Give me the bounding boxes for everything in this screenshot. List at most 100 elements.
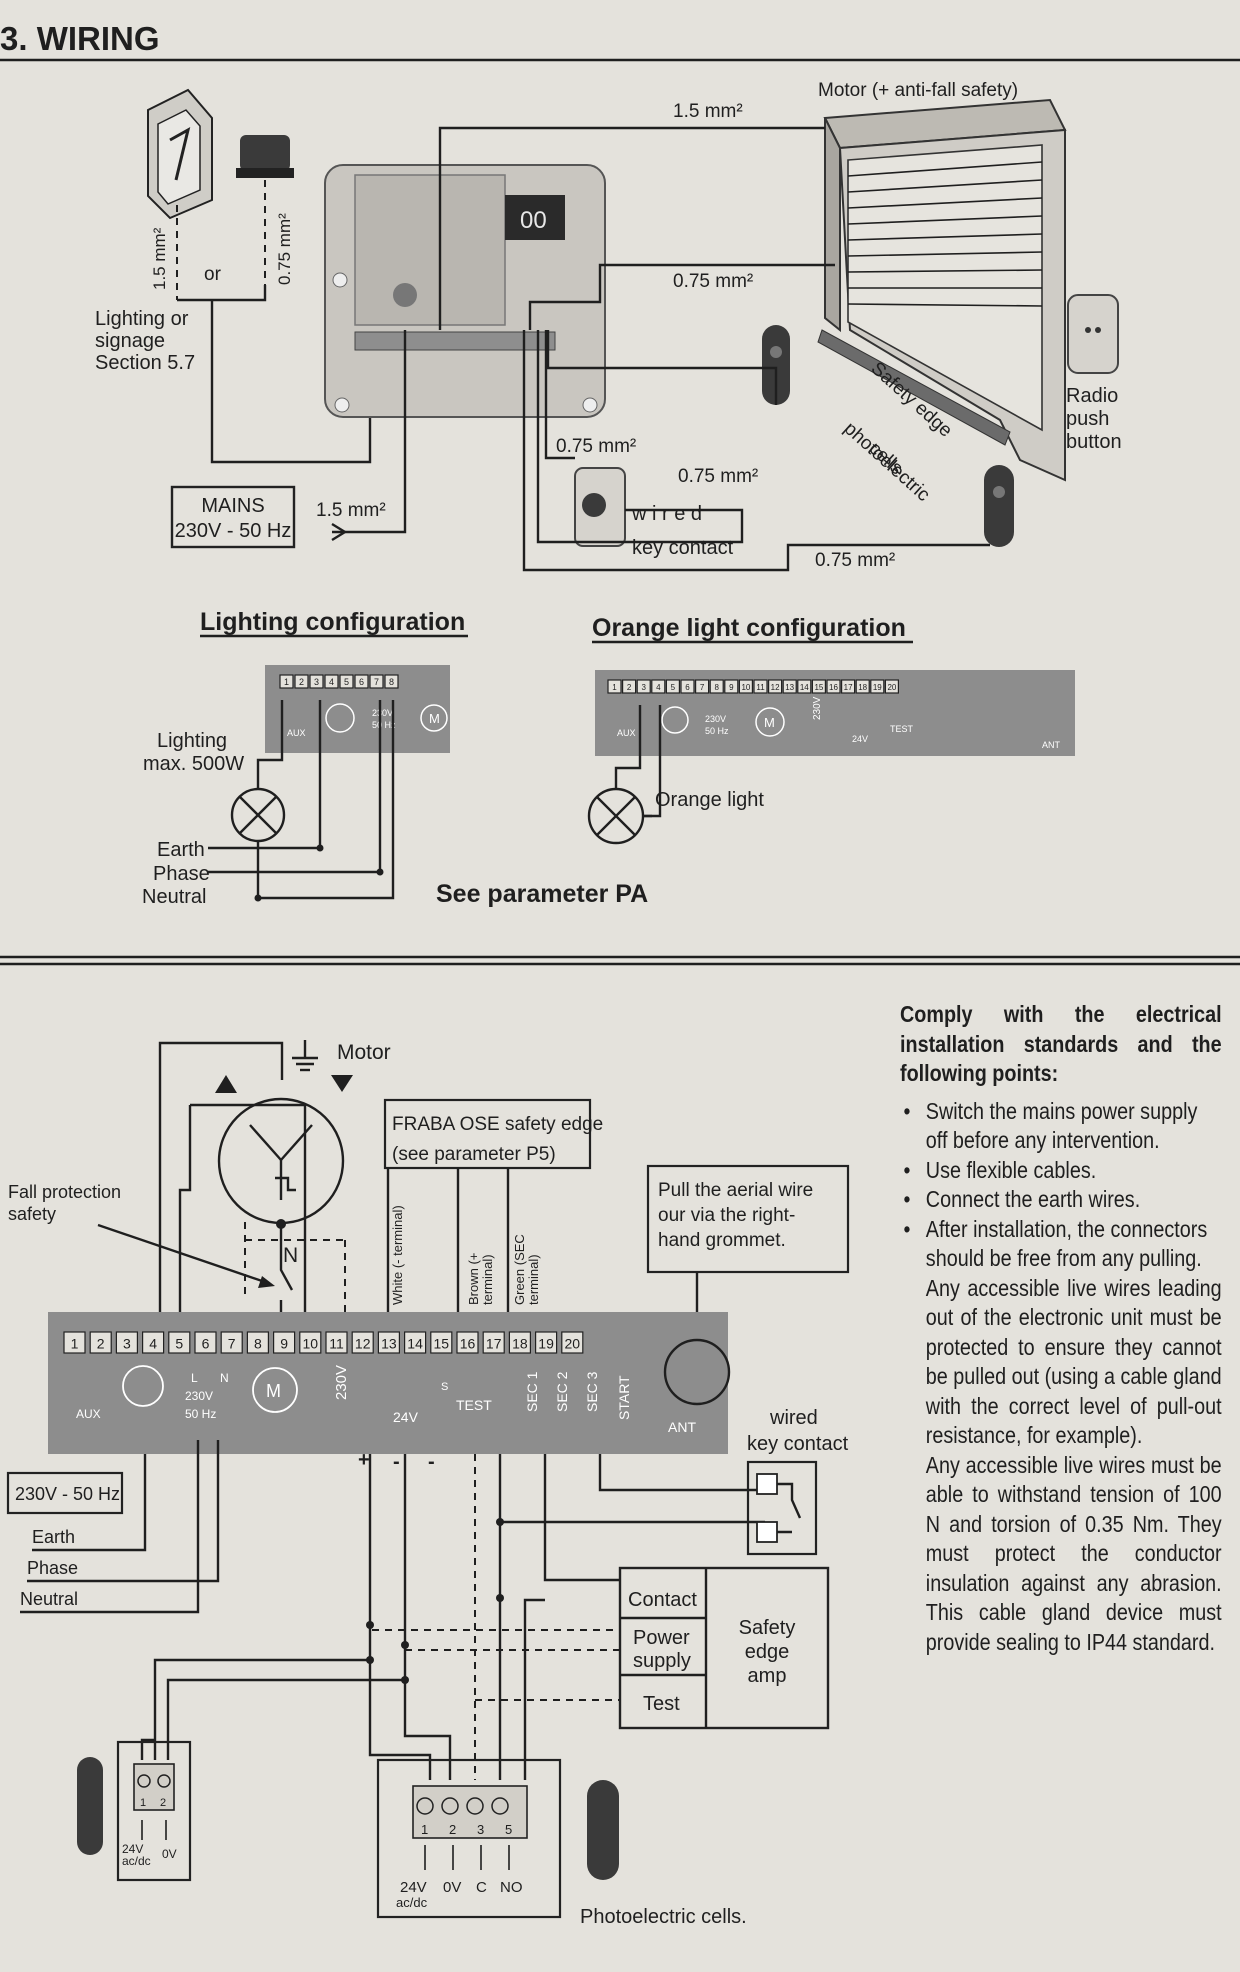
plus-sign: + — [358, 1449, 370, 1471]
main-terminal-box — [404, 1331, 427, 1354]
amp-test-label: Test — [643, 1693, 680, 1715]
main-terminal-box — [63, 1331, 86, 1354]
lighting-terminal-box — [369, 674, 384, 689]
green-wire-label-1: Green (SEC — [512, 1234, 527, 1305]
brown-wire-label-1: Brown (+ — [466, 1253, 481, 1305]
svg-text:1: 1 — [140, 1797, 146, 1809]
svg-text:230V: 230V — [185, 1389, 213, 1403]
lighting-max-label-2: max. 500W — [143, 753, 244, 775]
main-terminal-number: 7 — [228, 1335, 236, 1351]
green-wire-label-2: terminal) — [526, 1254, 541, 1305]
main-terminal-number: 19 — [538, 1335, 554, 1351]
receiver-24v: 24V — [400, 1879, 427, 1896]
aerial-note-box — [646, 1164, 850, 1274]
wire-size-mains: 1.5 mm² — [316, 500, 386, 521]
orange-terminal-number: 2 — [627, 683, 632, 692]
orange-terminal-box — [651, 679, 666, 694]
svg-text:N: N — [220, 1371, 229, 1385]
main-terminal-number: 17 — [486, 1335, 502, 1351]
orange-light-label: Orange light — [655, 789, 764, 811]
section-title: 3. WIRING — [0, 20, 160, 57]
ground-icon — [292, 1040, 318, 1072]
orange-terminal-number: 3 — [641, 683, 646, 692]
main-terminal-box — [456, 1331, 479, 1354]
lighting-terminal-box — [309, 674, 324, 689]
radio-label-1: Radio — [1066, 385, 1118, 407]
mains-label-2: 230V - 50 Hz — [175, 520, 292, 542]
main-terminal-number: 16 — [460, 1335, 476, 1351]
receiver-0v: 0V — [443, 1879, 461, 1896]
lamp-symbol-icon — [230, 787, 286, 843]
radio-label-3: button — [1066, 431, 1122, 453]
svg-text:50 Hz: 50 Hz — [185, 1407, 216, 1421]
emitter-24v: 24V — [122, 1842, 143, 1856]
wire-size-light-a: 1.5 mm² — [150, 227, 169, 290]
lighting-terminal-number: 4 — [329, 677, 334, 687]
wire-size-motor: 1.5 mm² — [673, 101, 743, 122]
orange-terminal-box — [870, 679, 885, 694]
main-terminal-number: 6 — [202, 1335, 210, 1351]
svg-text:M: M — [764, 715, 775, 730]
signage-light-icon — [147, 88, 213, 220]
svg-text:TEST: TEST — [890, 724, 914, 734]
wired-label: w i r e d — [631, 503, 702, 525]
svg-text:M: M — [266, 1381, 281, 1401]
mains-label-1: MAINS — [201, 495, 264, 517]
antenna-grommet — [663, 1338, 731, 1406]
svg-text:M: M — [429, 711, 440, 726]
wire-size-key-b: 0.75 mm² — [678, 466, 758, 487]
orange-terminal-box — [724, 679, 739, 694]
main-terminal-box — [299, 1331, 322, 1354]
orange-terminal-number: 6 — [685, 683, 690, 692]
svg-text:24V: 24V — [393, 1409, 419, 1425]
receiver-no: NO — [500, 1879, 523, 1896]
orange-terminal-number: 9 — [729, 683, 734, 692]
svg-text:2: 2 — [160, 1797, 166, 1809]
svg-text:AUX: AUX — [76, 1407, 101, 1421]
orange-terminal-number: 7 — [700, 683, 705, 692]
svg-text:SEC 3: SEC 3 — [584, 1371, 600, 1412]
motor-label: Motor (+ anti-fall safety) — [818, 80, 1018, 101]
motor-title: Motor — [337, 1041, 391, 1064]
main-terminal-number: 10 — [303, 1335, 319, 1351]
orange-terminal-box — [811, 679, 827, 694]
receiver-acdc: ac/dc — [396, 1895, 428, 1910]
emitter-acdc: ac/dc — [122, 1854, 151, 1868]
photocell-receiver-bottom-icon — [587, 1780, 619, 1880]
schematic: Motor N Fall protection safety FRABA OSE… — [6, 1040, 850, 1928]
lighting-terminal-number: 1 — [284, 677, 289, 687]
orange-terminal-number: 1 — [612, 683, 617, 692]
orange-terminal-number: 20 — [887, 683, 896, 692]
lighting-terminal-box — [339, 674, 354, 689]
main-terminal-number: 3 — [123, 1335, 131, 1351]
key-contact-label-bottom: key contact — [747, 1433, 849, 1455]
svg-text:230V: 230V — [372, 708, 393, 718]
orange-terminal-box — [782, 679, 797, 694]
notes-list: Switch the mains power supply off before… — [900, 1097, 1222, 1274]
photocell-emitter-icon — [762, 325, 790, 405]
orange-terminal-box — [665, 679, 681, 694]
svg-text:3: 3 — [477, 1822, 484, 1837]
orange-terminal-number: 17 — [844, 683, 853, 692]
main-terminal-number: 8 — [254, 1335, 262, 1351]
lighting-terminal-number: 8 — [389, 677, 394, 687]
installation-notes: Comply with the electrical installation … — [900, 1000, 1222, 1657]
svg-text:50 Hz: 50 Hz — [705, 726, 729, 736]
safety-edge-amp — [618, 1566, 830, 1730]
main-terminal-box — [561, 1331, 584, 1354]
amp-label-2: edge — [745, 1641, 790, 1663]
fraba-label-1: FRABA OSE safety edge — [392, 1114, 603, 1135]
main-terminal-box — [142, 1331, 165, 1354]
note-bullet-1: Switch the mains power supply off before… — [903, 1097, 1222, 1156]
svg-text:230V: 230V — [812, 696, 823, 720]
orange-terminal-number: 16 — [829, 683, 838, 692]
main-terminal-number: 4 — [149, 1335, 157, 1351]
lighting-terminal-box — [279, 674, 294, 689]
main-terminal-box — [194, 1331, 217, 1354]
svg-text:5: 5 — [505, 1822, 512, 1837]
main-terminal-box — [273, 1331, 296, 1354]
orange-terminal-number: 5 — [671, 683, 676, 692]
installation-drawing: 1.5 mm² 0.75 mm² or Lighting or signage … — [95, 80, 1122, 572]
